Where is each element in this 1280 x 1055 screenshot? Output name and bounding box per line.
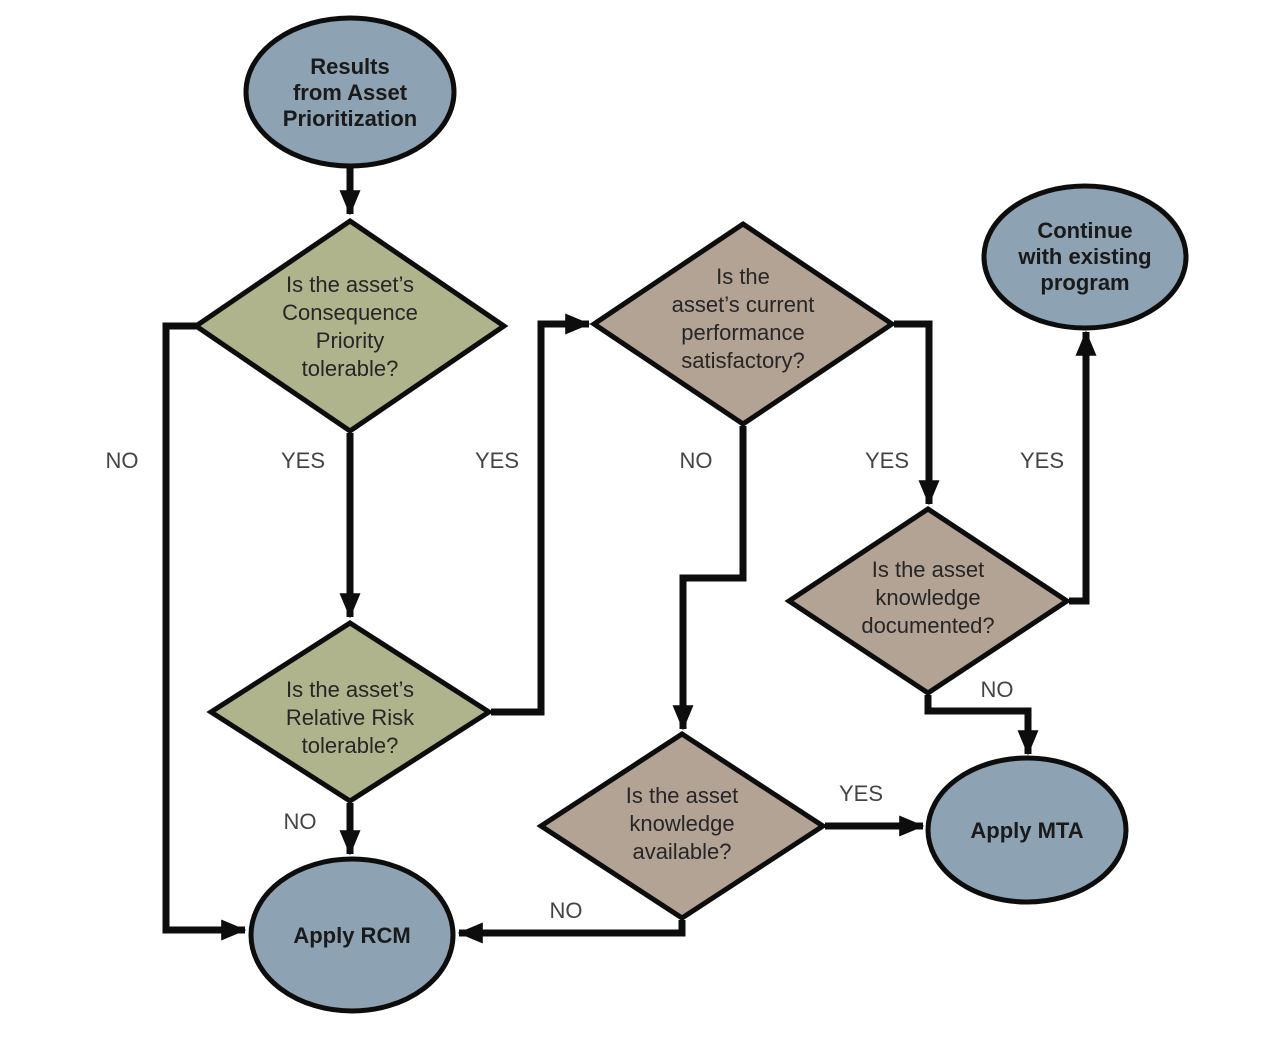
- edge-label-consequence-no: NO: [106, 448, 139, 473]
- edge-label-documented-yes: YES: [1020, 448, 1064, 473]
- documented-diamond: [784, 506, 1072, 696]
- node-apply-rcm: Apply RCM: [248, 856, 456, 1014]
- start-label-line: Results: [310, 54, 389, 79]
- edge-label-documented-no: NO: [981, 677, 1014, 702]
- edge-label-performance-no: NO: [680, 448, 713, 473]
- relative-risk-diamond: [206, 620, 494, 804]
- continue-program-label-line: program: [1040, 270, 1129, 295]
- apply-mta-label: Apply MTA: [970, 818, 1083, 843]
- apply-rcm-label: Apply RCM: [293, 923, 410, 948]
- continue-program-label-line: Continue: [1037, 218, 1132, 243]
- edge-documented-no-to-mta: [924, 695, 1039, 756]
- edge-performance-no-to-available: [672, 426, 747, 731]
- edge-label-relative-risk-no: NO: [284, 809, 317, 834]
- start-ellipse: [243, 15, 457, 169]
- consequence-label-line: Is the asset’s: [286, 272, 414, 297]
- consequence-diamond: [191, 217, 509, 435]
- edge-documented-yes-to-continue: [1069, 330, 1097, 605]
- available-label-line: available?: [632, 839, 731, 864]
- continue-program-ellipse: [981, 183, 1189, 331]
- edge-label-available-yes: YES: [839, 781, 883, 806]
- node-performance-decision: Is the asset’s current performance satis…: [589, 220, 897, 428]
- start-label-line: from Asset: [293, 80, 408, 105]
- available-label-line: knowledge: [629, 811, 734, 836]
- relative-risk-label-line: tolerable?: [302, 733, 399, 758]
- edge-performance-yes-to-documented: [894, 320, 940, 506]
- performance-label-line: asset’s current: [672, 292, 815, 317]
- performance-diamond: [589, 220, 897, 428]
- consequence-label-line: tolerable?: [302, 356, 399, 381]
- node-relative-risk-decision: Is the asset’s Relative Risk tolerable?: [206, 620, 494, 804]
- consequence-label-line: Priority: [316, 328, 384, 353]
- start-label-line: Prioritization: [283, 106, 417, 131]
- consequence-label-line: Consequence: [282, 300, 418, 325]
- edge-label-performance-yes: YES: [865, 448, 909, 473]
- performance-label-line: satisfactory?: [681, 348, 805, 373]
- edge-label-consequence-yes: YES: [281, 448, 325, 473]
- performance-label-line: Is the: [716, 264, 770, 289]
- available-diamond: [536, 731, 828, 921]
- edge-label-available-no: NO: [550, 898, 583, 923]
- relative-risk-label-line: Is the asset’s: [286, 677, 414, 702]
- relative-risk-label-line: Relative Risk: [286, 705, 415, 730]
- edge-relative-risk-yes-to-performance: [491, 313, 591, 716]
- node-start: Results from Asset Prioritization: [243, 15, 457, 169]
- documented-label-line: documented?: [861, 613, 994, 638]
- edge-consequence-no-to-rcm: [162, 322, 247, 941]
- node-consequence-decision: Is the asset’s Consequence Priority tole…: [191, 217, 509, 435]
- node-apply-mta: Apply MTA: [925, 755, 1129, 905]
- edge-available-no-to-rcm: [457, 920, 686, 944]
- node-continue-program: Continue with existing program: [981, 183, 1189, 331]
- node-documented-decision: Is the asset knowledge documented?: [784, 506, 1072, 696]
- node-available-decision: Is the asset knowledge available?: [536, 731, 828, 921]
- apply-mta-ellipse: [925, 755, 1129, 905]
- documented-label-line: knowledge: [875, 585, 980, 610]
- edge-label-relative-risk-yes: YES: [475, 448, 519, 473]
- available-label-line: Is the asset: [626, 783, 739, 808]
- documented-label-line: Is the asset: [872, 557, 985, 582]
- performance-label-line: performance: [681, 320, 805, 345]
- apply-rcm-ellipse: [248, 856, 456, 1014]
- continue-program-label-line: with existing: [1017, 244, 1151, 269]
